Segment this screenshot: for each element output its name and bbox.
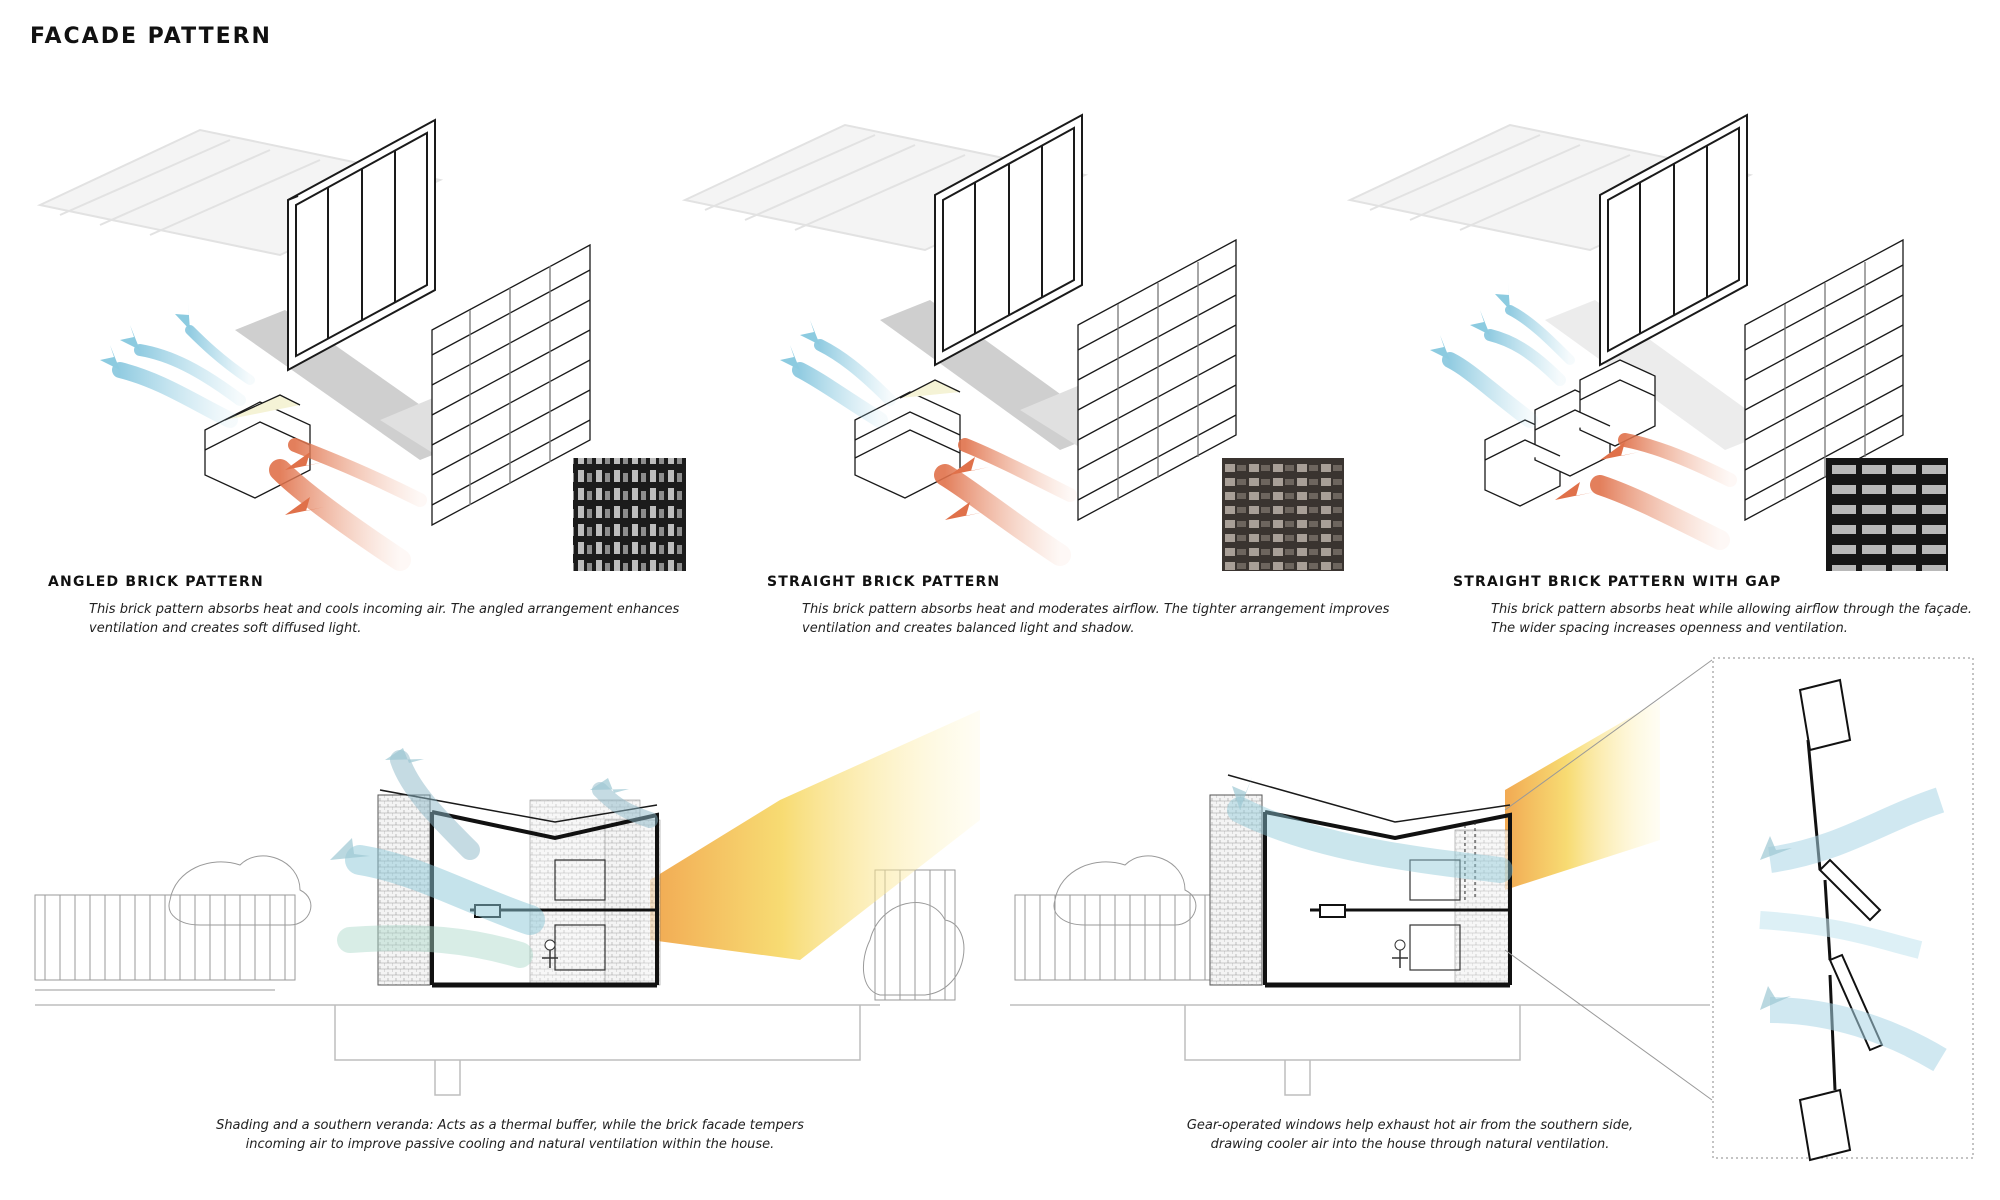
section-caption-gear: Gear-operated windows help exhaust hot a… [1130,1116,1690,1154]
page-title: FACADE PATTERN [30,24,272,49]
diagram-straight-brick-gap [1346,113,1948,571]
section-caption-veranda-line2: incoming air to improve passive cooling … [245,1137,775,1152]
pattern-desc-angled-line2: ventilation and creates soft diffused li… [89,621,362,636]
airflow-section-2 [1227,797,1513,883]
house-section-2 [1209,774,1512,988]
pattern-desc-straight-line1: This brick pattern absorbs heat and mode… [802,602,1390,617]
gap-brick-cluster [1484,359,1656,507]
diagram-angled-brick [36,118,686,571]
window-frame-3 [1599,113,1748,367]
window-frame-1 [287,118,436,372]
section-veranda [34,710,980,1096]
section-caption-veranda-line1: Shading and a southern veranda: Acts as … [216,1118,804,1133]
diagram-straight-brick [681,113,1344,571]
neighbour-house-2 [1014,855,1226,981]
sunlight-beam-1 [650,710,980,960]
brick-wall-2 [1077,238,1237,522]
photo-angled-brick [573,458,686,571]
photo-straight-brick [1222,458,1344,571]
pattern-desc-angled: This brick pattern absorbs heat and cool… [89,600,709,638]
pattern-desc-angled-line1: This brick pattern absorbs heat and cool… [89,602,680,617]
photo-straight-brick-gap [1826,458,1948,571]
pattern-desc-straight-line2: ventilation and creates balanced light a… [802,621,1135,636]
section-caption-veranda: Shading and a southern veranda: Acts as … [180,1116,840,1154]
airflow-arrows-2 [792,339,1077,566]
pattern-title-straight: STRAIGHT BRICK PATTERN [767,574,1001,590]
pattern-title-gap: STRAIGHT BRICK PATTERN WITH GAP [1453,574,1782,590]
pattern-desc-straight: This brick pattern absorbs heat and mode… [802,600,1422,638]
neighbour-house-left [34,894,296,991]
pattern-desc-gap: This brick pattern absorbs heat while al… [1491,600,1991,638]
brick-wall-3 [1744,238,1904,522]
brick-wall-1 [431,243,591,527]
tree-left [168,855,312,926]
section-caption-gear-line1: Gear-operated windows help exhaust hot a… [1186,1118,1634,1133]
gear-window-detail [1712,657,1974,1162]
neighbour-house-right [862,869,965,1001]
airflow-section-1 [337,750,658,968]
section-caption-gear-line2: drawing cooler air into the house throug… [1210,1137,1610,1152]
pattern-title-angled: ANGLED BRICK PATTERN [48,574,264,590]
pattern-desc-gap-line1: This brick pattern absorbs heat while al… [1491,602,1972,617]
sunlight-beam-2 [1505,700,1660,890]
window-frame-2 [934,113,1083,367]
pattern-desc-gap-line2: The wider spacing increases openness and… [1491,621,1848,636]
section-gear-windows [1010,657,1974,1162]
airflow-arrows-3 [1442,305,1737,550]
airflow-arrows-1 [112,325,427,571]
